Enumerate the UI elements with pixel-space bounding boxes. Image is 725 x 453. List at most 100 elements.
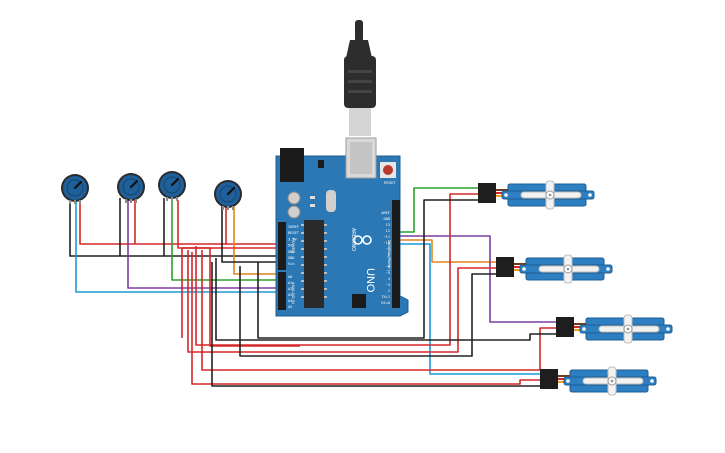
servo-lead-brown (574, 323, 588, 325)
usb-plug-strain-relief (346, 40, 372, 58)
wire-pot3-signal[interactable] (171, 200, 282, 281)
pin-label: 2 (388, 289, 390, 293)
usb-plug-grip-2 (348, 80, 372, 83)
wire-pot3-power[interactable] (177, 200, 282, 249)
analog-header-label: ANALOG IN (291, 282, 296, 304)
servo-motor[interactable] (478, 180, 595, 210)
wire-pot1-signal[interactable] (75, 200, 282, 293)
pin-label: GND (288, 250, 295, 254)
pot-knob-ring (163, 176, 181, 194)
pin-label: 7 (388, 259, 390, 263)
wire-servo4-signal[interactable] (398, 243, 542, 375)
servo-connector[interactable] (478, 183, 496, 203)
arduino-logo-icon (353, 235, 372, 245)
pot-knob-ring (219, 185, 237, 203)
pin-label: ~6 (386, 265, 390, 269)
pin-label: ~9 (386, 247, 390, 251)
pin-label: ~3 (386, 283, 390, 287)
pot-pin (232, 206, 234, 210)
power-header[interactable] (278, 222, 286, 270)
usb-plug-grip-3 (348, 90, 372, 93)
pin-label: Vin (288, 262, 295, 266)
wire-servo1-ground[interactable] (257, 199, 480, 339)
digital-header[interactable] (392, 200, 400, 308)
wire-servo2-signal[interactable] (398, 239, 498, 263)
potentiometer[interactable] (214, 180, 242, 210)
pin-label: 3.3V (288, 237, 297, 241)
usb-metal-connector (349, 108, 371, 136)
pot-pin (74, 200, 76, 204)
pin-label: A4 (288, 299, 292, 303)
wire-servo3-signal[interactable] (398, 235, 558, 323)
brand-label: ARDUINO (350, 228, 356, 251)
pin-label: 4 (388, 277, 390, 281)
pot-pin (135, 199, 137, 203)
power-header-label: POWER (291, 238, 296, 253)
servo-motor[interactable] (496, 254, 613, 284)
servo-connector[interactable] (540, 369, 558, 389)
servo-lead-brown (496, 189, 510, 191)
pin-label: A0 (288, 275, 292, 279)
servo-mount-hole (504, 193, 508, 197)
chip-pins (301, 224, 327, 298)
servo-lead-brown (558, 375, 572, 377)
arduino-uno-board[interactable]: ARDUINO UNO POWER ANALOG IN DIGITAL (PWM… (275, 137, 409, 317)
potentiometer[interactable] (117, 173, 145, 203)
wire-servo1-signal[interactable] (398, 187, 480, 233)
servo-mount-hole (650, 379, 654, 383)
pot-pointer-icon (226, 186, 236, 196)
wire-pot4-ground[interactable] (221, 200, 282, 263)
servo-mount-hole (566, 379, 570, 383)
wire-servo4-ground[interactable] (211, 262, 542, 387)
servo-motor[interactable] (556, 314, 673, 344)
servos (478, 180, 673, 396)
wire-pot4-signal[interactable] (233, 200, 282, 275)
atmega-chip (304, 220, 324, 308)
servo-mount-hole (606, 267, 610, 271)
pot-pin (130, 199, 132, 203)
wire-servo2-power[interactable] (187, 250, 498, 353)
servo-mount-hole (588, 193, 592, 197)
usb-plug-grip-1 (348, 70, 372, 73)
pin-label: RESET (288, 231, 300, 235)
pin-label: A2 (288, 287, 292, 291)
pot-pin (222, 206, 224, 210)
capacitor-2 (287, 205, 301, 219)
pot-knob-ring (122, 178, 140, 196)
wire-servo3-ground[interactable] (215, 258, 558, 341)
wire-servo1-power[interactable] (195, 193, 480, 346)
wire-servo4-power[interactable] (191, 252, 542, 385)
usb-cable (344, 20, 376, 136)
servo-screw-icon (548, 193, 552, 197)
pot-pointer-icon (73, 180, 83, 190)
pin-label: 13 (386, 223, 390, 227)
servo-motor[interactable] (540, 366, 657, 396)
capacitor-1 (287, 191, 301, 205)
wire-pot2-signal[interactable] (127, 200, 282, 289)
pot-pin (176, 197, 178, 201)
pin-label: A3 (288, 293, 292, 297)
pot-pin (79, 200, 81, 204)
servo-screw-icon (566, 267, 570, 271)
potentiometer[interactable] (61, 174, 89, 204)
pin-label: GND (288, 256, 295, 260)
potentiometer[interactable] (158, 171, 186, 201)
servo-connector[interactable] (556, 317, 574, 337)
wire-servo2-ground[interactable] (239, 266, 498, 357)
digital-header-label: DIGITAL (PWM~) (387, 240, 392, 272)
wire-pot1-ground[interactable] (69, 198, 282, 257)
wire-pot1-power[interactable] (79, 196, 282, 245)
servo-connector[interactable] (496, 257, 514, 277)
reset-button-cap[interactable] (383, 165, 393, 175)
analog-header[interactable] (278, 272, 286, 310)
pin-label: A1 (288, 281, 292, 285)
servo-lead-brown (514, 263, 528, 265)
model-label: UNO (364, 268, 376, 293)
pot-pin (171, 197, 173, 201)
pot-pin (125, 199, 127, 203)
wire-layer (69, 187, 558, 387)
